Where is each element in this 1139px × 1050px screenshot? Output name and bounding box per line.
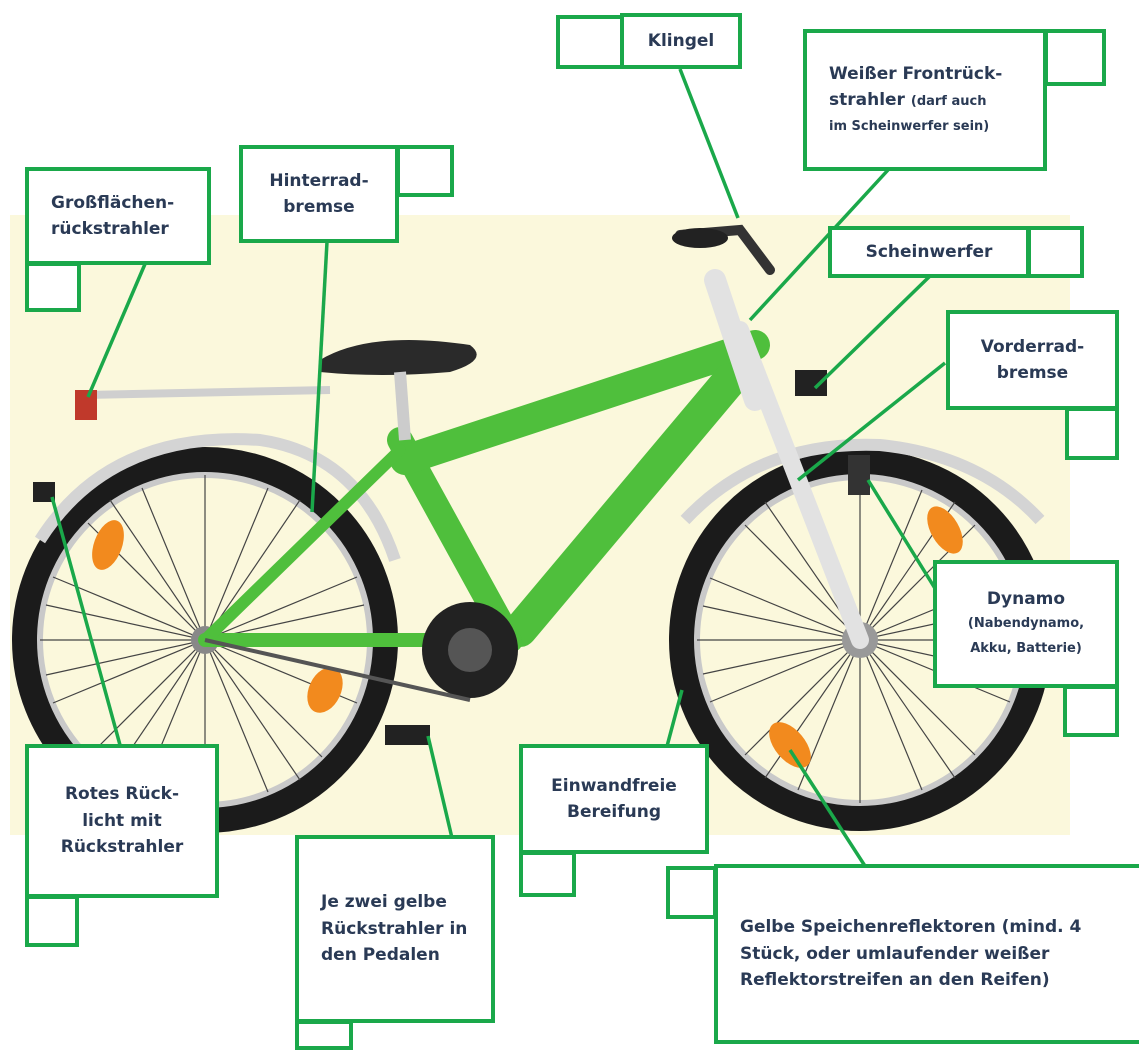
label-pedale: Je zwei gelbe Rückstrahler in den Pedale… bbox=[295, 835, 495, 1023]
label-scheinwerfer: Scheinwerfer bbox=[828, 226, 1030, 278]
rear-light bbox=[33, 482, 55, 502]
label-grossflaechen-line2: rückstrahler bbox=[51, 219, 169, 239]
label-vorderradbremse: Vorderrad- bremse bbox=[946, 310, 1119, 410]
label-klingel-text: Klingel bbox=[647, 30, 715, 51]
label-frontrueckstrahler-line2: strahler (darf auch bbox=[829, 87, 986, 115]
label-frontrueckstrahler-line2b: (darf auch bbox=[910, 93, 987, 109]
label-speichen-line2: Stück, oder umlaufender weißer bbox=[740, 943, 1050, 964]
spoke-reflectors bbox=[92, 506, 963, 768]
rear-reflector bbox=[75, 390, 97, 420]
label-klingel: Klingel bbox=[620, 13, 742, 69]
label-dynamo-line1: Dynamo bbox=[986, 589, 1066, 610]
label-frontrueckstrahler-line1: Weißer Frontrück- bbox=[829, 63, 1003, 84]
label-pedale-line2: Rückstrahler in bbox=[321, 918, 468, 939]
label-dynamo-line3: Akku, Batterie) bbox=[970, 641, 1082, 657]
head-tube bbox=[704, 269, 766, 411]
checkbox-klingel[interactable] bbox=[556, 15, 624, 69]
label-vorderradbremse-line2: bremse bbox=[996, 363, 1069, 383]
checkbox-bereifung[interactable] bbox=[519, 851, 576, 897]
checkbox-pedale[interactable] bbox=[295, 1020, 353, 1050]
label-vorderradbremse-line1: Vorderrad- bbox=[980, 336, 1085, 357]
checkbox-ruecklicht[interactable] bbox=[25, 895, 79, 947]
label-ruecklicht: Rotes Rück- licht mit Rückstrahler bbox=[25, 744, 219, 898]
dynamo-unit bbox=[848, 455, 870, 495]
background-panel bbox=[10, 215, 1070, 835]
label-bereifung-line1: Einwandfreie bbox=[551, 775, 677, 796]
label-pedale-line3: den Pedalen bbox=[321, 945, 440, 966]
checkbox-speichenreflektoren[interactable] bbox=[666, 866, 717, 919]
checkbox-vorderradbremse[interactable] bbox=[1065, 407, 1119, 460]
label-speichen-line1: Gelbe Speichenreflektoren (mind. 4 bbox=[740, 917, 1082, 938]
checkbox-dynamo[interactable] bbox=[1063, 685, 1119, 737]
label-grossflaechenrueckstrahler: Großflächen- rückstrahler bbox=[25, 167, 211, 265]
label-dynamo: Dynamo (Nabendynamo, Akku, Batterie) bbox=[933, 560, 1119, 688]
label-speichenreflektoren: Gelbe Speichenreflektoren (mind. 4 Stück… bbox=[714, 864, 1139, 1044]
checkbox-grossflaechenrueckstrahler[interactable] bbox=[25, 262, 81, 312]
label-pedale-line1: Je zwei gelbe bbox=[321, 892, 447, 913]
label-scheinwerfer-text: Scheinwerfer bbox=[865, 241, 993, 262]
label-bereifung-line2: Bereifung bbox=[567, 802, 661, 822]
rear-mudguard bbox=[34, 433, 401, 562]
checkbox-scheinwerfer[interactable] bbox=[1027, 226, 1084, 278]
front-mudguard bbox=[680, 438, 1045, 525]
rear-rack bbox=[84, 386, 331, 399]
label-hinterradbremse: Hinterrad- bremse bbox=[239, 145, 399, 243]
checkbox-hinterradbremse[interactable] bbox=[396, 145, 454, 197]
label-frontrueckstrahler: Weißer Frontrück- strahler (darf auch im… bbox=[803, 29, 1047, 171]
label-bereifung: Einwandfreie Bereifung bbox=[519, 744, 709, 854]
label-frontrueckstrahler-line3: im Scheinwerfer sein) bbox=[829, 118, 990, 134]
saddle bbox=[320, 340, 477, 375]
connector-lines bbox=[50, 68, 947, 867]
label-speichen-line3: Reflektorstreifen an den Reifen) bbox=[740, 970, 1050, 991]
checkbox-frontrueckstrahler[interactable] bbox=[1044, 29, 1106, 86]
label-frontrueckstrahler-line2a: strahler bbox=[829, 89, 905, 110]
label-grossflaechen-line1: Großflächen- bbox=[51, 192, 175, 213]
label-hinterradbremse-line1: Hinterrad- bbox=[269, 170, 369, 191]
label-ruecklicht-line2: licht mit bbox=[82, 810, 162, 831]
label-hinterradbremse-line2: bremse bbox=[283, 197, 355, 217]
pedal bbox=[385, 725, 430, 745]
label-ruecklicht-line3: Rückstrahler bbox=[60, 837, 184, 858]
label-ruecklicht-line1: Rotes Rück- bbox=[64, 784, 180, 805]
label-dynamo-line2: (Nabendynamo, bbox=[967, 616, 1085, 632]
